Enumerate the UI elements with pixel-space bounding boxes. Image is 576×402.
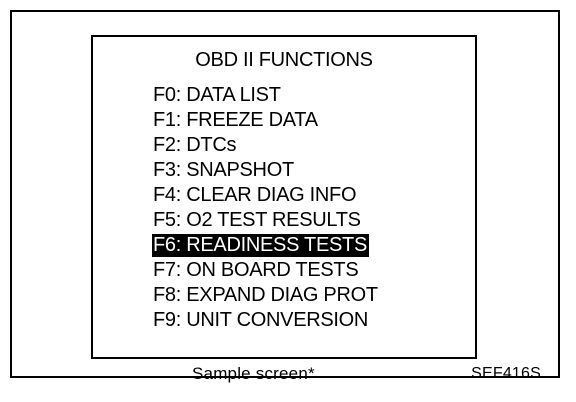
menu-item-label: F5: O2 TEST RESULTS: [153, 209, 361, 231]
menu-item-f9[interactable]: F9: UNIT CONVERSION: [152, 308, 380, 333]
menu-item-label: F1: FREEZE DATA: [153, 109, 318, 131]
menu-item-label: F4: CLEAR DIAG INFO: [153, 184, 357, 206]
menu-item-f7[interactable]: F7: ON BOARD TESTS: [152, 258, 380, 283]
menu-item-f6[interactable]: F6: READINESS TESTS: [152, 233, 380, 258]
menu-item-f5[interactable]: F5: O2 TEST RESULTS: [152, 208, 380, 233]
menu-item-label: F6: READINESS TESTS: [152, 234, 369, 257]
menu-item-f4[interactable]: F4: CLEAR DIAG INFO: [152, 183, 380, 208]
menu-item-f0[interactable]: F0: DATA LIST: [152, 83, 380, 108]
figure-caption: Sample screen*: [192, 364, 315, 383]
menu-item-f3[interactable]: F3: SNAPSHOT: [152, 158, 380, 183]
figure-code: SEF416S: [471, 365, 541, 382]
menu-item-f1[interactable]: F1: FREEZE DATA: [152, 108, 380, 133]
menu-item-label: F3: SNAPSHOT: [153, 159, 294, 181]
menu-item-label: F0: DATA LIST: [153, 84, 281, 106]
menu-item-label: F2: DTCs: [153, 134, 237, 156]
menu-item-f2[interactable]: F2: DTCs: [152, 133, 380, 158]
menu-item-label: F7: ON BOARD TESTS: [153, 259, 359, 281]
obd-screen: OBD II FUNCTIONS F0: DATA LIST F1: FREEZ…: [91, 35, 477, 359]
figure-frame: OBD II FUNCTIONS F0: DATA LIST F1: FREEZ…: [10, 10, 560, 383]
screen-title: OBD II FUNCTIONS: [195, 49, 373, 71]
function-menu: F0: DATA LIST F1: FREEZE DATA F2: DTCs F…: [152, 83, 380, 333]
menu-item-f8[interactable]: F8: EXPAND DIAG PROT: [152, 283, 380, 308]
menu-item-label: F8: EXPAND DIAG PROT: [153, 284, 378, 306]
menu-item-label: F9: UNIT CONVERSION: [153, 309, 369, 331]
